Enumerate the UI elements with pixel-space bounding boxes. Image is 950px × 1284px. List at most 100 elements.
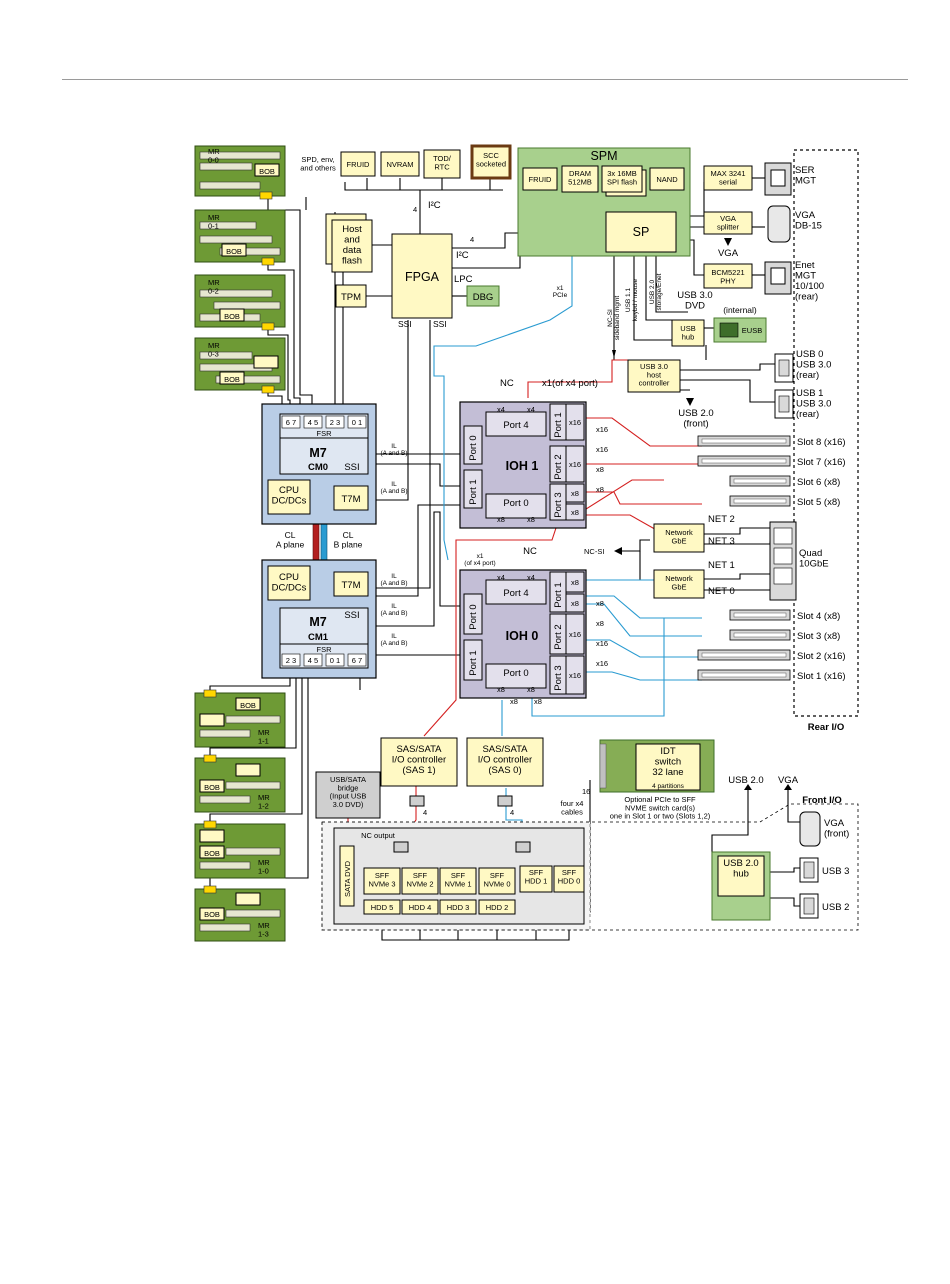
fsr-port: 6 7	[286, 418, 296, 427]
tod-rtc-label: TOD/RTC	[433, 154, 452, 171]
hdd-label: HDD 2	[486, 903, 509, 912]
cpu1-sub: CM1	[308, 632, 329, 643]
slot-lane-label: x16	[596, 425, 608, 434]
bob-label: BOB	[224, 375, 240, 384]
x1-of-x4-label: x1(of x4 port)	[542, 378, 598, 389]
ioh1-name: IOH 1	[506, 459, 539, 473]
usb11-label: USB 1.1keybd / mouse	[625, 278, 639, 321]
fpga-label: FPGA	[405, 270, 440, 284]
pcie-slot-label: Slot 3 (x8)	[797, 631, 840, 642]
il-label: IL(A and B)	[380, 573, 407, 587]
rport-label: Port 3	[553, 492, 564, 517]
t7m-label: T7M	[342, 580, 361, 591]
top-devices: SPD, env,and others FRUID NVRAM TOD/RTC …	[300, 144, 512, 214]
lane-label: x8	[527, 515, 535, 524]
pcie-slot-label: Slot 1 (x16)	[797, 671, 846, 682]
spm-nand: NAND	[656, 175, 678, 184]
lane-label: x4	[527, 573, 535, 582]
lane-label: x8	[571, 599, 579, 608]
lane-label: x8	[571, 578, 579, 587]
spd-label: SPD, env,and others	[300, 155, 336, 172]
ncsi-label: NC-SIsideband mgmt	[607, 296, 621, 341]
i2c-label: I²C	[428, 200, 441, 211]
pcie-slot-label: Slot 8 (x16)	[797, 437, 846, 448]
tpm-label: TPM	[341, 292, 361, 303]
lport-label: Port 0	[468, 435, 479, 460]
bob-label: BOB	[226, 247, 242, 256]
bob-label: BOB	[224, 312, 240, 321]
lane-label: x16	[569, 671, 581, 680]
t7m-label: T7M	[342, 494, 361, 505]
cpu0-ssi: SSI	[344, 462, 359, 473]
lane-label: x16	[569, 630, 581, 639]
eusb-label: EUSB	[742, 326, 762, 335]
il-label: IL(A and B)	[380, 481, 407, 495]
fsr-port: 0 1	[352, 418, 362, 427]
lane-label: x8	[497, 685, 505, 694]
spm-title: SPM	[590, 149, 617, 163]
pcie-slot-label: Slot 6 (x8)	[797, 477, 840, 488]
bob-label: BOB	[240, 701, 256, 710]
front-io-block: Front I/O USB 2.0 VGA VGA(front) USB 2.0…	[321, 775, 859, 931]
hdd-label: HDD 3	[447, 903, 470, 912]
pcie-slot-connector	[701, 652, 787, 658]
usb3-label: USB 3	[822, 866, 849, 877]
port0-label: Port 0	[503, 498, 528, 509]
i2c-width-label: 4	[413, 205, 417, 214]
usb2-label: USB 2	[822, 902, 849, 913]
net-label: NET 3	[708, 536, 735, 547]
pcie-slot-connector	[701, 458, 787, 464]
rport-label: Port 2	[553, 624, 564, 649]
pcie-slot-connector	[733, 478, 787, 484]
slot-lane-label: x16	[596, 659, 608, 668]
ioh0-nc-label: NC	[523, 546, 537, 557]
idt-partitions: 4 partitions	[652, 783, 685, 790]
il-label: IL(A and B)	[380, 633, 407, 647]
net-label: NET 0	[708, 586, 735, 597]
lane-label: x8	[571, 489, 579, 498]
slot-lane-label: x8	[596, 599, 604, 608]
net-label: NET 1	[708, 560, 735, 571]
bob-label: BOB	[204, 849, 220, 858]
lpc-label: LPC	[454, 274, 473, 285]
lane-label: x16	[569, 460, 581, 469]
front-io-title: Front I/O	[802, 795, 842, 806]
sata-dvd-label: SATA DVD	[343, 860, 352, 897]
bob-label: BOB	[204, 910, 220, 919]
